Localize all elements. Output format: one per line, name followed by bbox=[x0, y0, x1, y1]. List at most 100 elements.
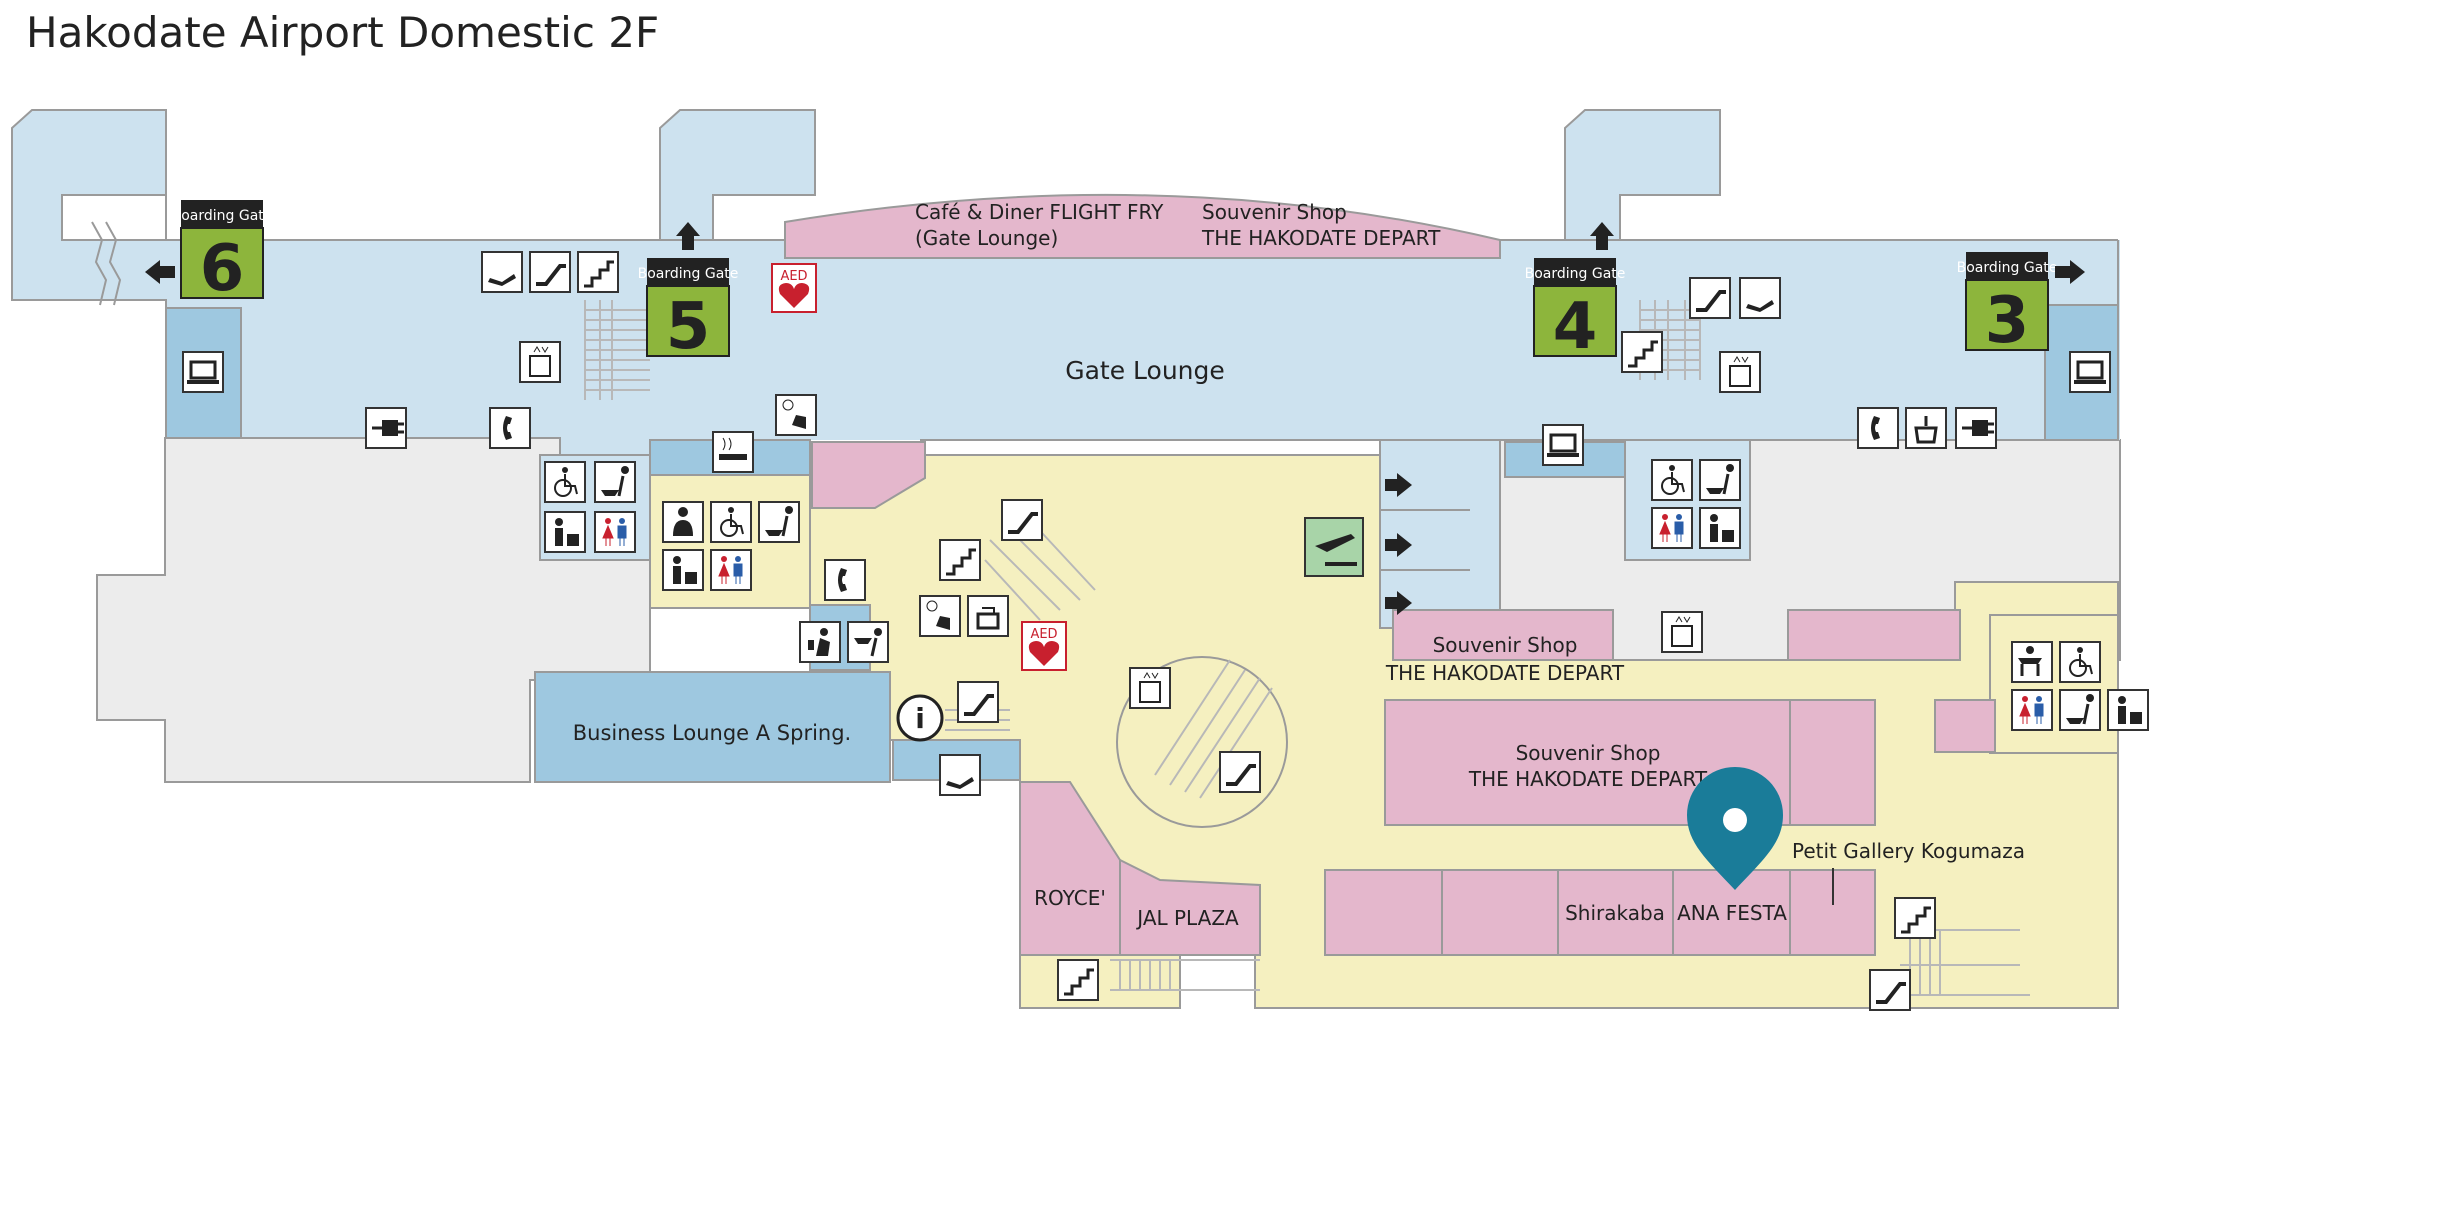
svg-text:Boarding Gate: Boarding Gate bbox=[638, 266, 739, 282]
cafe-label-line1: Café & Diner FLIGHT FRY bbox=[915, 200, 1164, 224]
massage-chair-icon bbox=[1739, 277, 1781, 319]
wheelchair-icon bbox=[710, 501, 752, 543]
shop-row bbox=[1324, 869, 1876, 956]
aed-icon: AED bbox=[771, 263, 817, 313]
svg-text:Boarding Gate: Boarding Gate bbox=[172, 208, 273, 224]
svg-text:4: 4 bbox=[1553, 290, 1598, 364]
aed-icon: AED bbox=[1021, 621, 1067, 671]
svg-text:Boarding Gate: Boarding Gate bbox=[1957, 260, 2058, 276]
power-outlet-icon bbox=[365, 407, 407, 449]
nursery-icon bbox=[662, 549, 704, 591]
nursery-icon bbox=[2107, 689, 2149, 731]
computer-icon bbox=[1542, 424, 1584, 466]
escalator-icon bbox=[957, 681, 999, 723]
power-outlet-icon bbox=[1955, 407, 1997, 449]
stairs-icon bbox=[1057, 959, 1099, 1001]
jal-plaza-label: JAL PLAZA bbox=[1135, 906, 1239, 930]
svg-text:AED: AED bbox=[780, 269, 807, 284]
stairs-icon bbox=[939, 539, 981, 581]
escalator-icon bbox=[1689, 277, 1731, 319]
souvenir-shop-mid bbox=[1392, 609, 1614, 661]
svg-text:3: 3 bbox=[1985, 284, 2030, 358]
escalator-icon bbox=[1219, 751, 1261, 793]
restroom-cluster-left bbox=[544, 461, 636, 553]
svg-text:5: 5 bbox=[666, 290, 711, 364]
nursery-icon bbox=[544, 511, 586, 553]
boarding-gate-3[interactable]: Boarding Gate 3 bbox=[1957, 252, 2058, 358]
boarding-gate-5[interactable]: Boarding Gate 5 bbox=[638, 258, 739, 364]
smoking-room-icon bbox=[967, 595, 1009, 637]
souvenir-main-label-line2: THE HAKODATE DEPART bbox=[1468, 767, 1708, 791]
souvenir-top-label-line1: Souvenir Shop bbox=[1202, 200, 1347, 224]
shop-right-small bbox=[1934, 699, 1996, 753]
svg-text:i: i bbox=[915, 702, 925, 735]
escalator-icon bbox=[529, 251, 571, 293]
stairs-icon bbox=[577, 251, 619, 293]
escalator-icon bbox=[1001, 499, 1043, 541]
shirakaba-label: Shirakaba bbox=[1565, 901, 1665, 925]
lounge-seat-icon bbox=[775, 394, 817, 436]
facility-icons bbox=[182, 251, 2111, 1011]
souvenir-top-label-line2: THE HAKODATE DEPART bbox=[1201, 226, 1441, 250]
computer-icon bbox=[2069, 351, 2111, 393]
diaper-icon bbox=[594, 461, 636, 503]
massage-chair-icon bbox=[939, 754, 981, 796]
elevator-icon bbox=[1129, 667, 1171, 709]
place-labels: Gate Lounge Business Lounge A Spring. Ca… bbox=[573, 200, 2025, 930]
souvenir-main-label-line1: Souvenir Shop bbox=[1516, 741, 1661, 765]
nursery-icon bbox=[1699, 507, 1741, 549]
computer-icon bbox=[182, 351, 224, 393]
cafe-souvenir-shop-strip bbox=[784, 193, 1501, 259]
elevator-icon bbox=[519, 341, 561, 383]
wheelchair-icon bbox=[2059, 641, 2101, 683]
jal-plaza-shop bbox=[1119, 858, 1261, 956]
water-fountain-icon bbox=[1905, 407, 1947, 449]
svg-text:Boarding Gate: Boarding Gate bbox=[1525, 266, 1626, 282]
boarding-gate-6[interactable]: Boarding Gate 6 bbox=[172, 200, 273, 306]
nursery-icon bbox=[662, 501, 704, 543]
stairs-icon bbox=[1894, 897, 1936, 939]
restroom-cluster-right bbox=[1651, 459, 1741, 549]
page-title: Hakodate Airport Domestic 2F bbox=[26, 8, 660, 57]
shop-right-top bbox=[1787, 609, 1961, 661]
restroom-icon bbox=[710, 549, 752, 591]
elevator-icon bbox=[1719, 351, 1761, 393]
nursery-icon bbox=[799, 621, 841, 663]
cafe-label-line2: (Gate Lounge) bbox=[915, 226, 1058, 250]
elevator-icon bbox=[1661, 611, 1703, 653]
escalator-icon bbox=[1869, 969, 1911, 1011]
diaper-icon bbox=[847, 621, 889, 663]
ana-festa-label: ANA FESTA bbox=[1677, 901, 1787, 925]
boarding-gate-4[interactable]: Boarding Gate 4 bbox=[1525, 258, 1626, 364]
diaper-icon bbox=[1699, 459, 1741, 501]
phone-icon bbox=[1857, 407, 1899, 449]
souvenir-mid-label-line2: THE HAKODATE DEPART bbox=[1385, 661, 1625, 685]
wheelchair-icon bbox=[1651, 459, 1693, 501]
phone-icon bbox=[489, 407, 531, 449]
lounge-seat-icon bbox=[919, 595, 961, 637]
shops bbox=[784, 193, 1996, 956]
departures-icon bbox=[1304, 517, 1364, 577]
restroom-icon bbox=[1651, 507, 1693, 549]
souvenir-mid-label-line1: Souvenir Shop bbox=[1433, 633, 1578, 657]
shop-small bbox=[811, 441, 926, 509]
svg-text:6: 6 bbox=[200, 232, 245, 306]
info-icon[interactable]: i bbox=[896, 694, 944, 742]
diaper-icon bbox=[2011, 641, 2053, 683]
royce-label: ROYCE' bbox=[1034, 886, 1106, 910]
arrow-icon bbox=[145, 222, 2085, 615]
business-lounge-label: Business Lounge A Spring. bbox=[573, 721, 852, 745]
restroom-icon bbox=[2011, 689, 2053, 731]
diaper-icon bbox=[2059, 689, 2101, 731]
massage-chair-icon bbox=[481, 251, 523, 293]
restroom-cluster-center bbox=[662, 501, 800, 591]
restroom-cluster-far-right bbox=[2011, 641, 2149, 731]
wheelchair-icon bbox=[544, 461, 586, 503]
stairs-icon bbox=[1621, 331, 1663, 373]
phone-icon bbox=[824, 559, 866, 601]
smoking-room-icon bbox=[712, 431, 754, 473]
svg-text:AED: AED bbox=[1030, 627, 1057, 642]
diaper-icon bbox=[758, 501, 800, 543]
location-pin-icon[interactable] bbox=[1687, 767, 1783, 890]
